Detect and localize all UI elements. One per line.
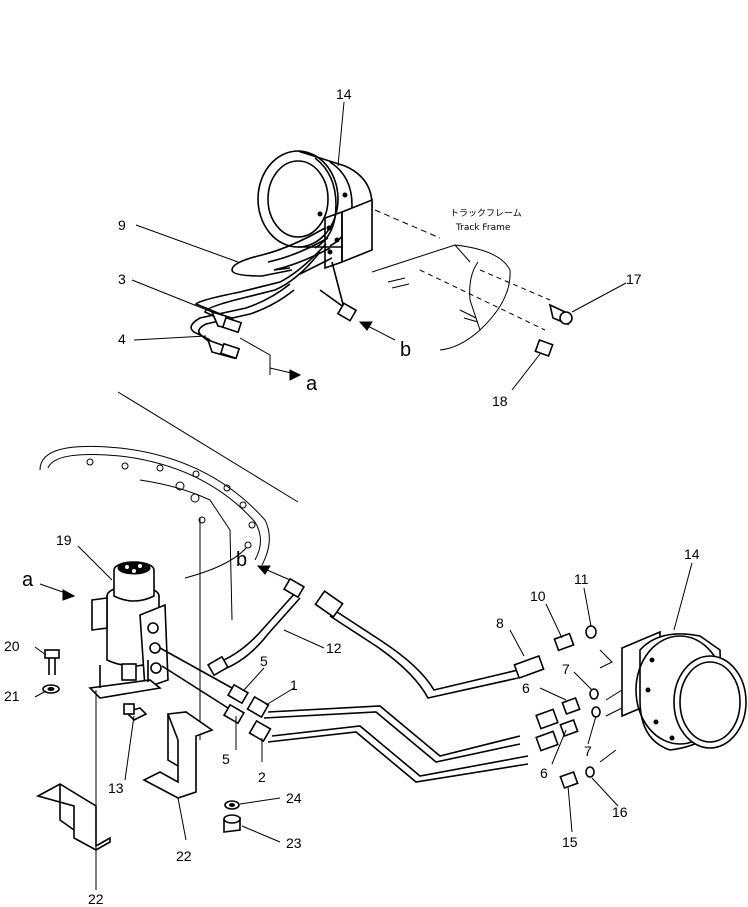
view-ref-b-top: b: [400, 339, 411, 361]
callout-13: 13: [108, 780, 124, 796]
callout-6-lower: 6: [540, 765, 548, 781]
callout-12: 12: [326, 640, 342, 656]
motor-guide-lines: [599, 649, 623, 763]
track-frame-label-en: Track Frame: [455, 223, 511, 233]
elbow-13: [123, 703, 148, 721]
fitting-3-top: [210, 310, 243, 334]
connector-10: [553, 632, 575, 652]
callout-10: 10: [530, 588, 546, 604]
swing-frame-ring: [39, 391, 299, 740]
plug-15: [559, 770, 579, 790]
callout-19: 19: [56, 532, 72, 548]
hose-to-fitting-8: [314, 590, 519, 699]
bolt-17: [548, 303, 573, 326]
fitting-2: [248, 719, 272, 743]
callout-4: 4: [118, 331, 126, 347]
pipe-1-long: [263, 705, 521, 763]
view-ref-a-bottom: a: [22, 569, 34, 591]
callout-17: 17: [626, 271, 642, 287]
callout-5-upper: 5: [260, 653, 268, 669]
view-arrow-b-bottom: [256, 565, 291, 581]
callout-5-lower: 5: [222, 751, 230, 767]
view-arrow-b-top: [358, 321, 396, 341]
view-ref-a-top: a: [306, 373, 318, 395]
swivel-joint-19: [88, 561, 169, 699]
track-frame-label-jp: トラックフレーム: [450, 208, 522, 219]
callout-3: 3: [118, 271, 126, 287]
plug-top: [319, 289, 358, 322]
washer-24: [224, 800, 240, 810]
callout-14-bottom: 14: [684, 546, 700, 562]
view-ref-b-bottom: b: [236, 549, 247, 571]
callout-7-upper: 7: [562, 661, 570, 677]
callout-22-left: 22: [88, 891, 104, 907]
bolt-20: [44, 649, 60, 675]
callout-22-right: 22: [176, 848, 192, 864]
oring-11: [585, 625, 597, 639]
travel-motor-top: [257, 150, 373, 270]
elbow-6-lower: [535, 718, 579, 752]
nut-23: [223, 814, 241, 833]
travel-motor-bottom: [621, 630, 747, 751]
oring-7-lower: [591, 706, 601, 718]
elbow-6-upper: [535, 696, 581, 730]
bracket-22-right: [142, 711, 214, 799]
callout-9: 9: [118, 217, 126, 233]
pipe-bundle-top: [190, 227, 346, 345]
callout-6-upper: 6: [522, 680, 530, 696]
callout-8: 8: [496, 615, 504, 631]
view-arrow-a-top: [239, 337, 302, 381]
leader-lines: [34, 101, 693, 890]
washer-21: [42, 684, 60, 694]
callout-15: 15: [562, 834, 578, 850]
fitting-4-top: [206, 338, 241, 360]
fitting-8: [513, 654, 545, 680]
callout-1: 1: [290, 677, 298, 693]
view-arrow-a-bottom: [39, 583, 76, 601]
track-frame-outline: [371, 209, 551, 351]
callout-11: 11: [574, 571, 589, 587]
fitting-5-upper: [159, 647, 250, 705]
hose-12: [206, 577, 306, 677]
callout-20: 20: [4, 638, 20, 654]
callout-16: 16: [612, 804, 628, 820]
fitting-1: [246, 695, 270, 719]
fitting-5-lower: [161, 665, 246, 725]
callout-2: 2: [258, 769, 266, 785]
pipe-2-long: [267, 725, 529, 783]
bracket-22-left: [35, 783, 111, 851]
callout-24: 24: [286, 790, 302, 806]
callout-7-lower: 7: [584, 743, 592, 759]
oring-16: [585, 766, 595, 778]
callout-23: 23: [286, 835, 302, 851]
callout-18: 18: [492, 393, 508, 409]
plug-18: [534, 338, 554, 358]
oring-7-upper: [589, 688, 599, 700]
callout-14-top: 14: [336, 86, 352, 102]
callout-21: 21: [4, 688, 20, 704]
